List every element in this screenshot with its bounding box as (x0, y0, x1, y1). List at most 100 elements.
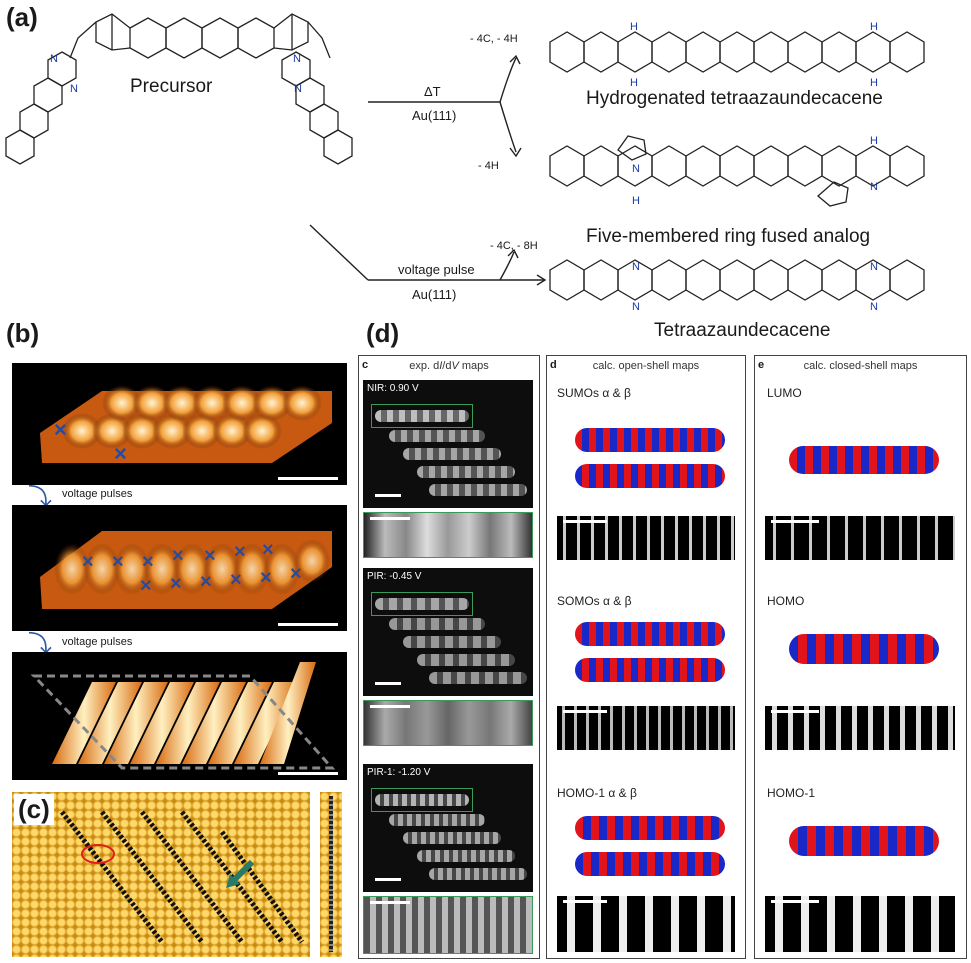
exp-map-pir-1: PIR-1: -1.20 V (363, 764, 533, 892)
orbital-isosurface (789, 634, 939, 664)
highlight-box (371, 788, 473, 812)
orbital-isosurface (575, 464, 725, 488)
product-2-label: Five-membered ring fused analog (586, 226, 871, 247)
side-view-model (320, 792, 342, 957)
cross-mark: × (54, 417, 67, 442)
p3-n-2: N (632, 301, 640, 313)
cross-mark: × (170, 573, 182, 595)
p2-n-2: N (870, 181, 878, 193)
open-shell-column: d calc. open-shell maps SUMOs α & β SOMO… (546, 355, 746, 959)
orbital-label: SOMOs α & β (557, 594, 632, 608)
orbital-isosurface (575, 816, 725, 840)
precursor-n-2: N (70, 83, 78, 95)
stm-image-1: × × (12, 363, 347, 485)
col-d-letter: d (550, 359, 557, 371)
simulated-map (765, 706, 955, 750)
col-c-letter: c (362, 359, 369, 371)
orbital-isosurface (575, 658, 725, 682)
p3-n-3: N (870, 261, 878, 273)
substrate-bottom: Au(111) (412, 287, 457, 302)
orbital-label: HOMO-1 α & β (557, 786, 637, 800)
scale-bar (563, 520, 607, 523)
exp-zoom-pir (363, 700, 533, 746)
col-d-title: calc. open-shell maps (592, 360, 700, 372)
p3-n-4: N (870, 301, 878, 313)
p1-h-1: H (630, 21, 638, 33)
exp-zoom-nir (363, 512, 533, 558)
simulated-map (765, 896, 955, 952)
cross-mark: × (140, 575, 152, 597)
simulated-map (557, 896, 735, 952)
orbital-label: HOMO (767, 594, 805, 608)
orbital-isosurface (789, 826, 939, 856)
product-3-label: Tetraazaundecacene (654, 320, 831, 341)
p3-n-1: N (632, 261, 640, 273)
p1-h-2: H (630, 77, 638, 89)
scale-bar (375, 878, 401, 881)
stm-image-3 (12, 652, 347, 780)
panel-c-letter: (c) (14, 794, 54, 825)
cross-mark: × (172, 545, 184, 567)
precursor-label: Precursor (130, 76, 213, 97)
exp-map-nir: NIR: 0.90 V (363, 380, 533, 508)
exp-map-pir: PIR: -0.45 V (363, 568, 533, 696)
reaction-arrows (309, 54, 547, 286)
cross-mark: × (234, 541, 246, 563)
highlight-box (371, 592, 473, 616)
panel-d-letter: (d) (366, 318, 400, 348)
precursor-n-4: N (294, 83, 302, 95)
product-1-label: Hydrogenated tetraazaundecacene (586, 88, 883, 109)
simulated-map (557, 516, 735, 560)
substrate-top: Au(111) (412, 108, 457, 123)
precursor-n-1: N (50, 53, 58, 65)
exp-map-label: NIR: 0.90 V (367, 383, 419, 394)
orbital-label: LUMO (767, 386, 802, 400)
exp-maps-column: c exp. dI/dV maps NIR: 0.90 V PIR: -0.45… (358, 355, 540, 959)
scale-bar (278, 623, 338, 626)
loss-top: - 4C, - 4H (470, 33, 518, 45)
scale-bar (375, 682, 401, 685)
simulated-map (557, 706, 735, 750)
cross-mark: × (204, 545, 216, 567)
cross-mark: × (290, 563, 302, 585)
exp-zoom-pir-1 (363, 896, 533, 954)
cross-mark: × (200, 571, 212, 593)
scale-bar (370, 705, 410, 708)
cross-mark: × (114, 441, 127, 466)
pulse-label: voltage pulse (398, 262, 475, 277)
loss-bottom: - 4C, - 8H (490, 240, 538, 252)
scale-bar (370, 517, 410, 520)
scale-bar (278, 772, 338, 775)
scale-bar (278, 477, 338, 480)
col-c-title: exp. dI/dV maps (409, 360, 489, 372)
simulated-map (765, 516, 955, 560)
col-e-title: calc. closed-shell maps (803, 360, 918, 372)
product-structures: H H H H N H H N N N N N (549, 21, 925, 313)
p1-h-3: H (870, 21, 878, 33)
closed-shell-column: e calc. closed-shell maps LUMO HOMO HOMO… (754, 355, 967, 959)
panel-a-letter: (a) (6, 2, 38, 32)
arrow-label-2: voltage pulses (62, 636, 133, 648)
scale-bar (771, 710, 819, 713)
heat-label: ΔT (424, 84, 441, 99)
panel-b-letter: (b) (6, 318, 40, 348)
orbital-isosurface (789, 446, 939, 474)
cross-mark: × (82, 551, 94, 573)
exp-map-label: PIR-1: -1.20 V (367, 767, 431, 778)
highlight-box (371, 404, 473, 428)
cross-mark: × (142, 551, 154, 573)
stm-image-2: × × × × × × × × × × × × × (12, 505, 347, 631)
scale-bar (771, 900, 819, 903)
cross-mark: × (262, 539, 274, 561)
scale-bar (563, 900, 607, 903)
loss-middle: - 4H (478, 160, 499, 172)
p2-h-1: H (632, 195, 640, 207)
p1-h-4: H (870, 77, 878, 89)
precursor-structure: N N N N (5, 13, 353, 165)
scale-bar (563, 710, 607, 713)
orbital-label: HOMO-1 (767, 786, 815, 800)
precursor-n-3: N (293, 53, 301, 65)
orbital-label: SUMOs α & β (557, 386, 631, 400)
orbital-isosurface (575, 622, 725, 646)
scale-bar (375, 494, 401, 497)
